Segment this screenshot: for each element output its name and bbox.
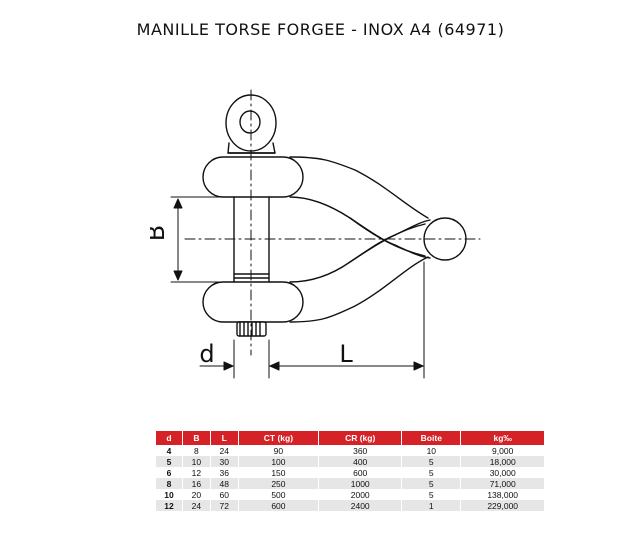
col-header: CT (kg) <box>238 431 320 445</box>
dimension-d-l <box>199 261 425 379</box>
table-row: 4 8 24 90 360 10 9,000 <box>156 445 544 456</box>
table-cell: 24 <box>210 445 239 456</box>
col-header: L <box>210 431 239 445</box>
table-cell: 5 <box>156 456 183 467</box>
table-row: 12 24 72 600 2400 1 229,000 <box>156 500 544 511</box>
table-cell: 36 <box>210 467 239 478</box>
table-cell: 72 <box>210 500 239 511</box>
col-header: d <box>156 431 183 445</box>
table-cell: 500 <box>238 489 320 500</box>
shackle-drawing: B d L <box>150 89 481 379</box>
table-cell: 250 <box>238 478 320 489</box>
table-cell: 600 <box>318 467 403 478</box>
col-header: Boite <box>401 431 462 445</box>
table-cell: 1 <box>401 500 462 511</box>
table-cell: 5 <box>401 489 462 500</box>
table-cell: 48 <box>210 478 239 489</box>
table-cell: 60 <box>210 489 239 500</box>
table-cell: 4 <box>156 445 183 456</box>
pin <box>233 196 270 337</box>
table-cell: 2400 <box>318 500 403 511</box>
upper-lug <box>202 156 304 198</box>
page-title: MANILLE TORSE FORGEE - INOX A4 (64971) <box>136 20 505 39</box>
table-cell: 24 <box>182 500 211 511</box>
table-cell: 8 <box>182 445 211 456</box>
table-cell: 12 <box>182 467 211 478</box>
table-cell: 8 <box>156 478 183 489</box>
table-cell: 12 <box>156 500 183 511</box>
table-cell: 30,000 <box>460 467 544 478</box>
table-row: 5 10 30 100 400 5 18,000 <box>156 456 544 467</box>
label-d: d <box>199 340 214 368</box>
table-cell: 150 <box>238 467 320 478</box>
col-header: kg‰ <box>460 431 544 445</box>
table-cell: 10 <box>401 445 462 456</box>
table-cell: 5 <box>401 478 462 489</box>
table-cell: 71,000 <box>460 478 544 489</box>
col-header: CR (kg) <box>318 431 403 445</box>
table-cell: 20 <box>182 489 211 500</box>
label-b: B <box>150 225 170 241</box>
table-row: 6 12 36 150 600 5 30,000 <box>156 467 544 478</box>
table-row: 8 16 48 250 1000 5 71,000 <box>156 478 544 489</box>
table-cell: 5 <box>401 467 462 478</box>
table-cell: 5 <box>401 456 462 467</box>
table-cell: 9,000 <box>460 445 544 456</box>
table-row: 10 20 60 500 2000 5 138,000 <box>156 489 544 500</box>
top-eye <box>225 94 277 154</box>
table-cell: 138,000 <box>460 489 544 500</box>
label-l: L <box>339 340 353 368</box>
table-cell: 1000 <box>318 478 403 489</box>
table-cell: 2000 <box>318 489 403 500</box>
table-cell: 229,000 <box>460 500 544 511</box>
table-cell: 360 <box>318 445 403 456</box>
table-cell: 100 <box>238 456 320 467</box>
table-cell: 90 <box>238 445 320 456</box>
lower-lug <box>202 281 304 323</box>
table-cell: 30 <box>210 456 239 467</box>
table-cell: 10 <box>182 456 211 467</box>
table-cell: 18,000 <box>460 456 544 467</box>
table-cell: 6 <box>156 467 183 478</box>
table-cell: 16 <box>182 478 211 489</box>
dimension-b <box>170 196 233 283</box>
table-cell: 10 <box>156 489 183 500</box>
table-header-row: d B L CT (kg) CR (kg) Boite kg‰ <box>156 431 544 445</box>
col-header: B <box>182 431 211 445</box>
spec-table: d B L CT (kg) CR (kg) Boite kg‰ 4 8 24 9… <box>156 431 544 511</box>
table-cell: 400 <box>318 456 403 467</box>
table-cell: 600 <box>238 500 320 511</box>
